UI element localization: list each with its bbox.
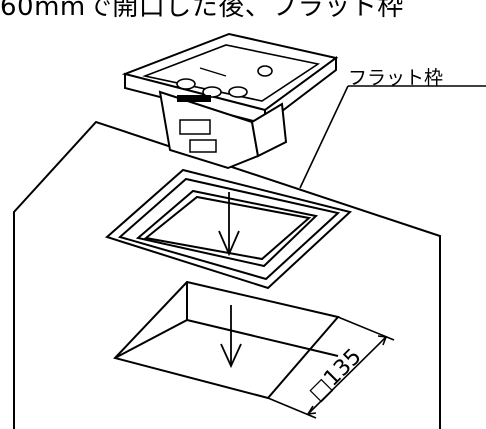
- flat-frame: [105, 168, 353, 290]
- outlet-device: [121, 32, 339, 170]
- label-leader: [299, 85, 486, 189]
- wall-panel: [13, 120, 441, 429]
- wall-opening: [113, 280, 340, 400]
- flat-frame-label: フラット枠: [348, 67, 444, 89]
- down-arrows: [218, 192, 242, 369]
- dimension-lines: [267, 316, 395, 419]
- caption-text: 60mmで開口した後、フラット枠: [0, 0, 404, 22]
- dimension-label: □135: [305, 344, 367, 406]
